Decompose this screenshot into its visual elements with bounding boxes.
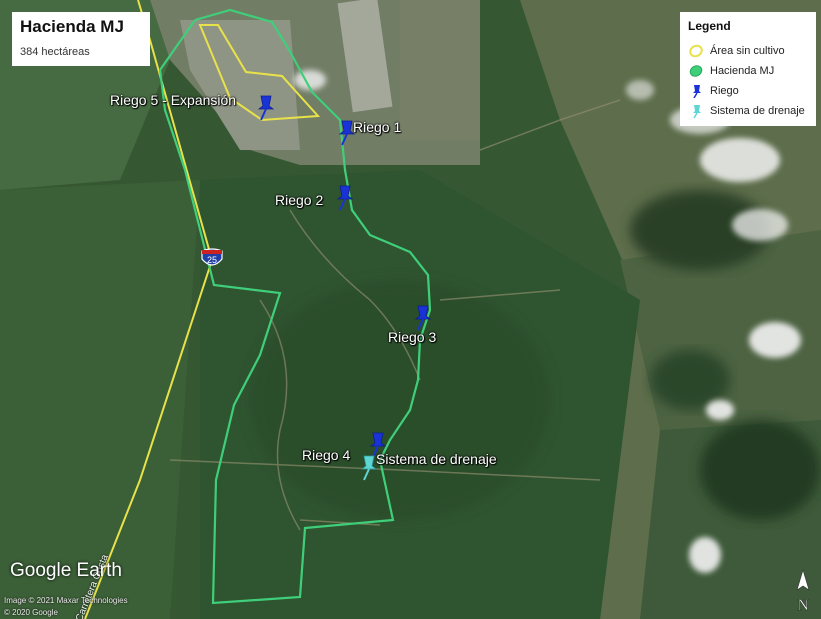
title-panel: Hacienda MJ 384 hectáreas	[12, 12, 150, 66]
svg-text:25: 25	[207, 255, 217, 265]
legend-label: Sistema de drenaje	[710, 105, 805, 117]
map-subtitle: 384 hectáreas	[20, 46, 90, 58]
highway-shield-icon: 25	[201, 248, 223, 266]
legend-label: Área sin cultivo	[710, 45, 785, 57]
svg-text:N: N	[797, 597, 809, 614]
pushpin-blue-icon[interactable]	[334, 185, 354, 211]
legend-item-hacienda-mj: Hacienda MJ	[688, 62, 774, 80]
pushpin-blue-icon[interactable]	[412, 305, 432, 331]
legend-item-sistema-drenaje: Sistema de drenaje	[688, 102, 805, 120]
placemark-label-riego-4[interactable]: Riego 4	[302, 447, 351, 463]
pushpin-blue-icon	[693, 85, 701, 98]
placemark-label-riego-1[interactable]: Riego 1	[353, 119, 402, 135]
placemark-label-riego-5[interactable]: Riego 5 - Expansión	[110, 92, 237, 108]
google-credit: © 2020 Google	[4, 608, 58, 617]
pushpin-blue-icon[interactable]	[255, 95, 275, 121]
map-title: Hacienda MJ	[20, 17, 124, 36]
polygon-green-icon	[689, 65, 703, 77]
uncultivated-area	[198, 24, 321, 122]
legend-panel: Legend Área sin cultivo Hacienda MJ Rieg…	[680, 12, 816, 126]
placemark-label-riego-2[interactable]: Riego 2	[275, 192, 324, 208]
polygon-yellow-icon	[689, 44, 703, 58]
pushpin-blue-icon[interactable]	[367, 432, 387, 458]
imagery-credit: Image © 2021 Maxar Technologies	[4, 596, 128, 605]
google-earth-logo: Google Earth	[10, 560, 122, 581]
placemark-label-riego-3[interactable]: Riego 3	[388, 329, 437, 345]
compass-icon[interactable]: N	[790, 568, 816, 614]
legend-item-area-sin-cultivo: Área sin cultivo	[688, 42, 785, 60]
pushpin-blue-icon[interactable]	[336, 120, 356, 146]
legend-label: Riego	[710, 85, 739, 97]
legend-item-riego: Riego	[688, 82, 739, 100]
legend-heading: Legend	[688, 19, 731, 33]
hacienda-boundary	[158, 8, 432, 605]
pushpin-cyan-icon[interactable]	[358, 455, 378, 481]
legend-label: Hacienda MJ	[710, 65, 775, 77]
placemark-label-sistema-drenaje[interactable]: Sistema de drenaje	[376, 451, 497, 467]
pushpin-cyan-icon	[693, 105, 701, 118]
